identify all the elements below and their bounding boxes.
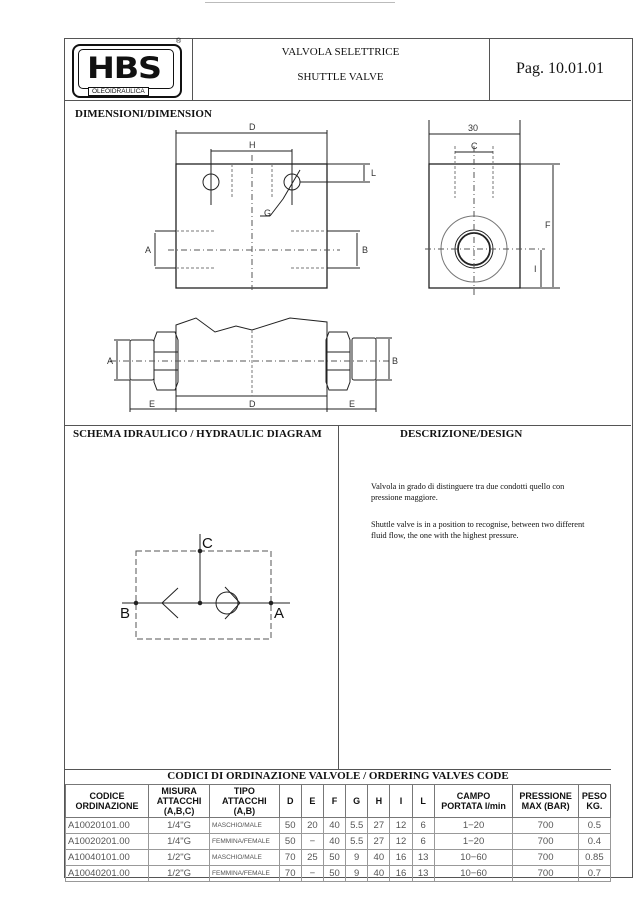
dim-label-A-fitting: A — [107, 356, 113, 366]
title-cell: VALVOLA SELETTRICE SHUTTLE VALVE — [192, 38, 490, 100]
hydraulic-title: SCHEMA IDRAULICO / HYDRAULIC DIAGRAM — [73, 428, 322, 440]
dim-label-D: D — [249, 122, 256, 132]
table-header-row: CODICE ORDINAZIONE MISURA ATTACCHI (A,B,… — [64, 784, 612, 818]
col-E: E — [300, 784, 324, 818]
logo-brand: HBS — [87, 51, 162, 85]
dim-label-I: I — [534, 264, 537, 274]
logo-subtitle: OLEOIDRAULICA — [88, 87, 149, 96]
col-H: H — [367, 784, 391, 818]
description-italian: Valvola in grado di distinguere tra due … — [371, 482, 565, 502]
port-C: C — [202, 535, 213, 552]
column-divider — [338, 425, 339, 769]
col-campo-portata: CAMPO PORTATA l/min — [433, 784, 514, 818]
col-G: G — [345, 784, 369, 818]
col-pressione: PRESSIONE MAX (BAR) — [512, 784, 579, 818]
description-body: Valvola in grado di distinguere tra due … — [371, 481, 586, 541]
dim-label-F: F — [545, 220, 551, 230]
dim-label-A: A — [145, 245, 151, 255]
dim-label-L: L — [371, 168, 376, 178]
dim-label-D-bottom: D — [249, 399, 256, 409]
dimensions-title: DIMENSIONI/DIMENSION — [75, 108, 212, 120]
hbs-logo: HBS OLEOIDRAULICA — [72, 44, 182, 98]
port-A: A — [274, 605, 284, 622]
hydraulic-diagram: C B A — [120, 534, 290, 640]
scan-edge-line — [205, 2, 395, 3]
dim-label-C: C — [471, 141, 478, 151]
col-F: F — [322, 784, 347, 818]
dim-label-H: H — [249, 140, 256, 150]
col-misura: MISURA ATTACCHI (A,B,C) — [148, 784, 211, 818]
ordering-title: CODICI DI ORDINAZIONE VALVOLE / ORDERING… — [65, 769, 611, 782]
dim-label-G: G — [264, 208, 271, 218]
registered-mark: ® — [176, 38, 182, 45]
dim-label-30: 30 — [468, 123, 478, 133]
page-number: Pag. 10.01.01 — [516, 60, 604, 77]
col-peso: PESO KG. — [577, 784, 612, 818]
col-D: D — [278, 784, 302, 818]
dim-label-B-fitting: B — [392, 356, 398, 366]
title-italian: VALVOLA SELETTRICE — [281, 46, 400, 58]
port-B: B — [120, 605, 130, 622]
section-divider — [64, 425, 631, 426]
col-I: I — [389, 784, 413, 818]
dim-label-B: B — [362, 245, 368, 255]
dim-label-E-left: E — [149, 399, 155, 409]
header: HBS OLEOIDRAULICA ® VALVOLA SELETTRICE S… — [64, 38, 631, 101]
logo-cell: HBS OLEOIDRAULICA ® — [64, 38, 193, 100]
col-L: L — [411, 784, 435, 818]
title-english: SHUTTLE VALVE — [297, 71, 384, 83]
description-english: Shuttle valve is in a position to recogn… — [371, 520, 585, 540]
col-tipo: TIPO ATTACCHI (A,B) — [209, 784, 280, 818]
col-codice: CODICE ORDINAZIONE — [64, 784, 150, 818]
dimension-drawings: D H G A B L 30 C F I A B E D E — [107, 120, 560, 412]
description-title: DESCRIZIONE/DESIGN — [400, 428, 523, 440]
dim-label-E-right: E — [349, 399, 355, 409]
ordering-table: CODICE ORDINAZIONE MISURA ATTACCHI (A,B,… — [64, 784, 612, 882]
